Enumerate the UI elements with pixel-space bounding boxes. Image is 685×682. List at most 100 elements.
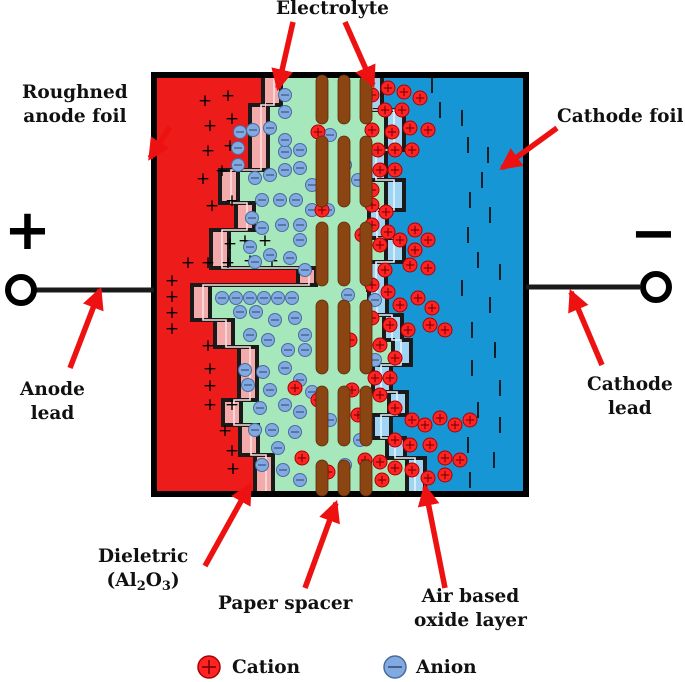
cathode-terminal-icon <box>640 271 672 303</box>
anion-icon <box>242 239 258 255</box>
anion-icon <box>297 327 313 343</box>
roughned-anode-foil-line2: anode foil <box>23 106 127 127</box>
cation-icon <box>410 290 426 306</box>
anode-charge-icon: + <box>165 287 179 307</box>
electrolyte-label: Electrolyte <box>276 0 389 19</box>
anion-icon <box>277 104 293 120</box>
anion-icon <box>340 287 356 303</box>
anode-charge-icon: + <box>225 441 239 461</box>
spacer-fiber <box>359 299 373 375</box>
cation-icon <box>437 467 453 483</box>
air-oxide-line2: oxide layer <box>414 610 527 631</box>
cathode-surface-line <box>380 75 427 494</box>
cation-icon <box>462 412 478 428</box>
spacer-fiber <box>337 135 351 208</box>
cation-icon <box>377 102 393 118</box>
anion-icon <box>277 397 293 413</box>
cation-icon <box>387 162 403 178</box>
anode-charge-icon: + <box>225 395 239 415</box>
anode-lead-line1: Anode <box>20 379 85 400</box>
cation-icon <box>402 120 418 136</box>
anion-icon <box>242 290 258 306</box>
cation-icon <box>422 437 438 453</box>
cation-icon <box>377 262 393 278</box>
cation-icon <box>380 80 396 96</box>
anode-charge-icon: + <box>165 271 179 291</box>
paper-spacer-arrow <box>302 499 340 589</box>
cation-icon <box>447 417 463 433</box>
cation-icon <box>378 204 394 220</box>
cathode-foil-arrow <box>499 125 559 171</box>
cation-icon <box>404 142 420 158</box>
spacer-fiber <box>315 135 329 208</box>
spacer-fiber <box>337 385 351 447</box>
anion-icon <box>280 342 296 358</box>
cation-icon <box>437 450 453 466</box>
cation-icon <box>394 102 410 118</box>
dielectric-arrow <box>202 482 253 568</box>
cation-icon <box>404 462 420 478</box>
anode-charge-icon: + <box>165 319 179 339</box>
anion-icon <box>292 160 308 176</box>
anion-icon <box>247 170 263 186</box>
anion-icon <box>292 472 308 488</box>
cation-icon <box>420 122 436 138</box>
cation-icon <box>432 410 448 426</box>
positive-terminal-sign: + <box>4 198 51 263</box>
spacer-fiber <box>337 74 351 125</box>
spacer-fiber <box>315 221 329 287</box>
cation-icon <box>387 460 403 476</box>
cation-icon <box>374 472 390 488</box>
anode-charge-icon: + <box>198 91 212 111</box>
anode-lead-line2: lead <box>30 403 75 424</box>
anode-charge-icon: + <box>225 191 239 211</box>
anion-icon <box>264 422 280 438</box>
paper-spacer-label: Paper spacer <box>218 593 353 614</box>
anion-icon <box>247 254 263 270</box>
air-oxide-line1: Air based <box>421 586 520 607</box>
anion-icon <box>262 247 278 263</box>
spacer-fiber <box>337 221 351 287</box>
cation-icon <box>402 437 418 453</box>
anode-charge-icon: + <box>223 234 237 254</box>
cation-icon <box>437 322 453 338</box>
spacer-fiber <box>315 385 329 447</box>
roughned-anode-foil-line1: Roughned <box>22 82 128 103</box>
anion-icon <box>274 217 290 233</box>
anion-icon <box>260 332 276 348</box>
cation-icon <box>372 337 388 353</box>
anode-charge-icon: + <box>203 116 217 136</box>
anode-charge-icon: + <box>226 459 240 479</box>
spacer-fiber <box>359 221 373 287</box>
cation-icon <box>380 224 396 240</box>
cation-icon <box>372 162 388 178</box>
formula-sub-3: 3 <box>161 579 171 594</box>
anion-icon <box>244 210 260 226</box>
cation-icon <box>372 454 388 470</box>
anion-icon <box>248 304 264 320</box>
cation-icon <box>370 142 386 158</box>
anion-icon <box>267 312 283 328</box>
anion-icon <box>254 457 270 473</box>
cation-icon <box>364 122 380 138</box>
anion-icon <box>288 192 304 208</box>
anion-icon <box>292 232 308 248</box>
cation-icon <box>404 412 420 428</box>
spacer-fiber <box>315 459 329 497</box>
electrolyte-arrow <box>342 20 376 89</box>
anode-charge-icon: + <box>196 169 210 189</box>
anion-icon <box>247 422 263 438</box>
cation-icon <box>287 380 303 396</box>
spacer-fiber <box>359 459 373 497</box>
cathode-lead-line1: Cathode <box>587 374 673 395</box>
anion-icon <box>240 377 256 393</box>
anion-icon <box>277 162 293 178</box>
cation-icon <box>420 260 436 276</box>
cation-icon <box>407 242 423 258</box>
anode-charge-icon: + <box>203 376 217 396</box>
anion-icon <box>292 217 308 233</box>
cation-icon <box>387 400 403 416</box>
anion-icon <box>232 304 248 320</box>
cation-icon <box>382 317 398 333</box>
